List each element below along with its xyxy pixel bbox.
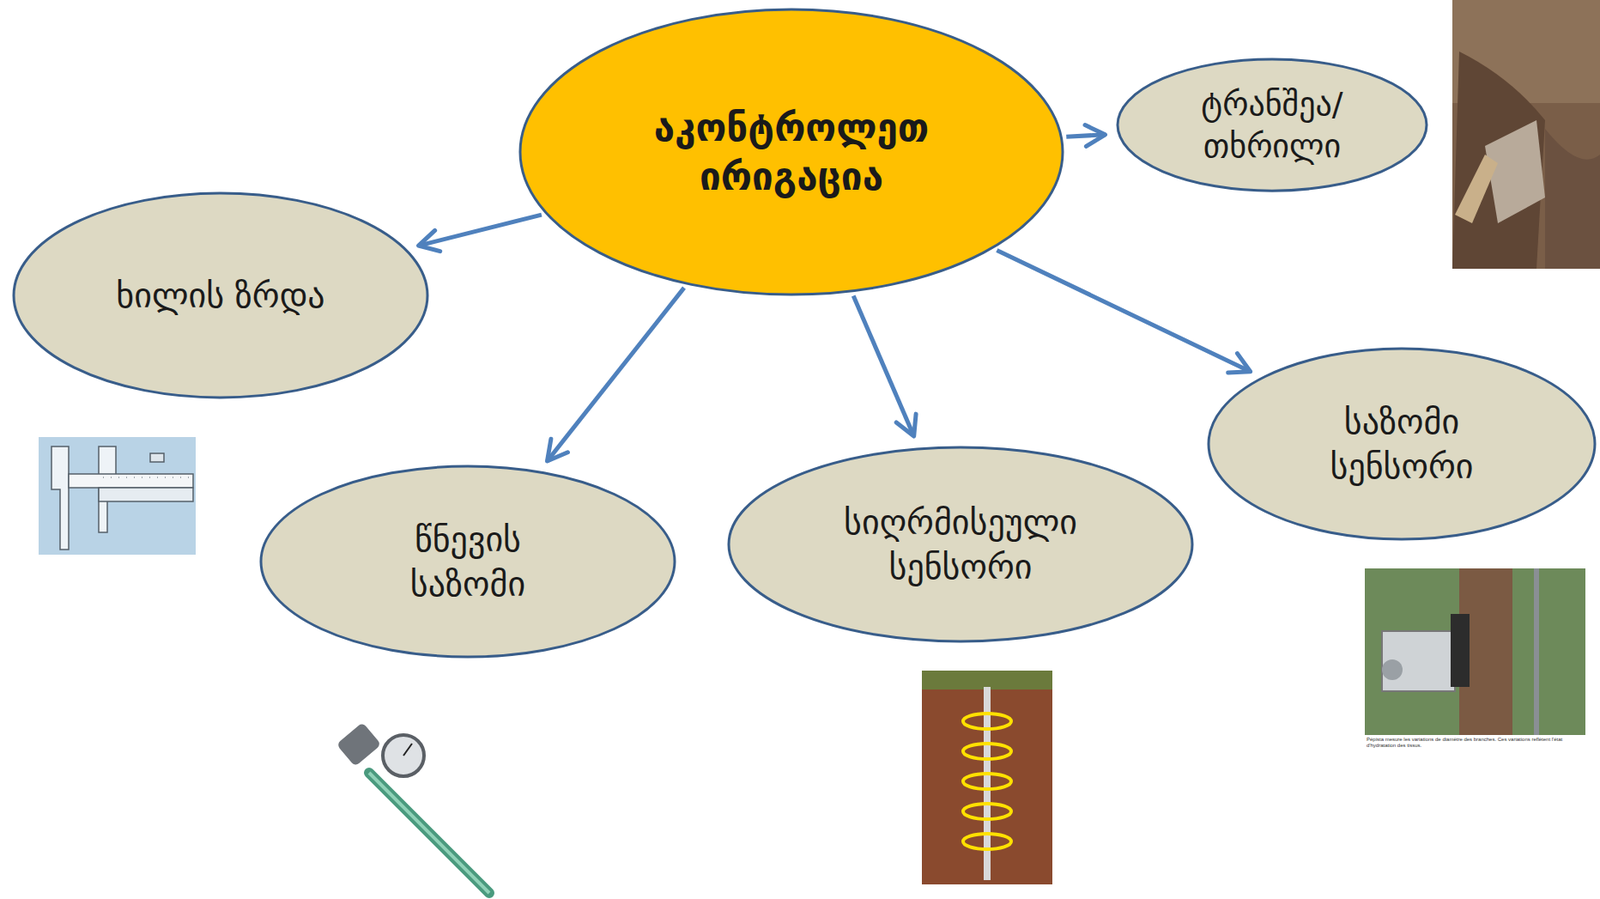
photo-caption: Pépista mesure les variations de diamètr… <box>1366 736 1582 749</box>
node-label: წნევის საზომი <box>369 516 567 607</box>
node-label: ტრანშეა/ თხრილი <box>1169 83 1376 169</box>
text-group: ხილის ზრდა <box>115 272 325 318</box>
arrow-connector <box>853 295 916 437</box>
topic-ellipse: საზომი სენსორი <box>1206 346 1597 541</box>
soil-probe-photo <box>921 670 1053 885</box>
arrow-connector <box>996 249 1250 373</box>
dendrometer-photo <box>1364 568 1586 756</box>
topic-ellipse: ხილის ზრდა <box>12 191 430 400</box>
ellipse-outline <box>1206 346 1597 541</box>
topic-ellipse: წნევის საზომი <box>259 464 677 659</box>
text-group: ტრანშეა/ თხრილი <box>1169 83 1376 169</box>
ellipse-outline <box>727 445 1194 643</box>
text-group: აკონტროლეთ ირიგაცია <box>628 103 955 201</box>
text-group: წნევის საზომი <box>369 516 567 607</box>
main-ellipse: აკონტროლეთ ირიგაცია <box>518 7 1065 297</box>
ellipse-outline <box>1115 57 1429 193</box>
node-label: აკონტროლეთ ირიგაცია <box>628 103 955 201</box>
pressure-gauge-picture <box>336 721 490 893</box>
arrow-connector <box>1066 125 1105 147</box>
node-label: სიღრმისეული სენსორი <box>814 499 1107 589</box>
topic-ellipse: სიღრმისეული სენსორი <box>727 445 1194 643</box>
topic-ellipse: ტრანშეა/ თხრილი <box>1115 57 1429 193</box>
ellipse-outline <box>518 7 1065 297</box>
node-label: ხილის ზრდა <box>115 272 325 318</box>
arrow-connector <box>418 214 542 252</box>
caliper-picture <box>38 436 196 555</box>
node-label: საზომი სენსორი <box>1303 399 1501 489</box>
text-group: საზომი სენსორი <box>1303 399 1501 489</box>
ellipse-outline <box>259 464 677 659</box>
trench-photo <box>1452 0 1600 269</box>
text-group: სიღრმისეული სენსორი <box>814 499 1107 589</box>
arrow-connector <box>547 287 685 461</box>
